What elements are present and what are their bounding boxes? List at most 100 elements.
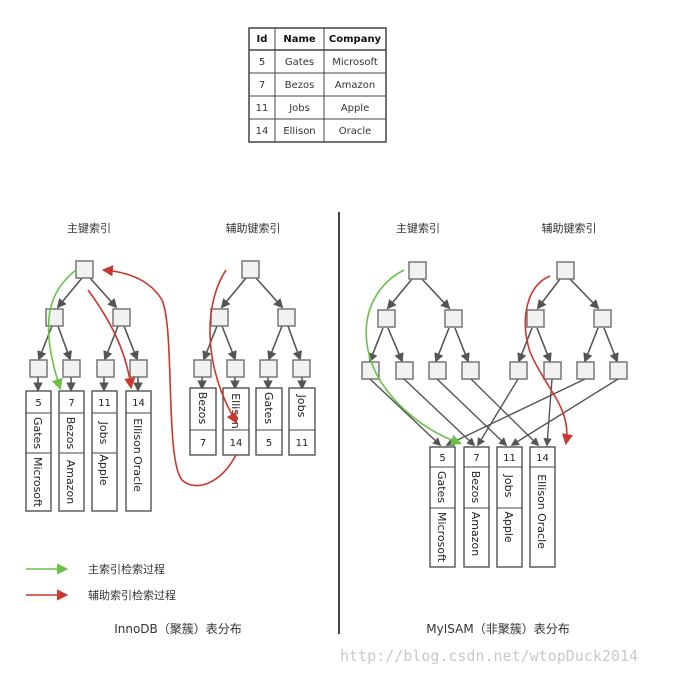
tree-node <box>277 308 296 327</box>
row-company: Microsoft <box>435 512 448 563</box>
data-row: 7 Bezos Amazon <box>463 446 490 568</box>
tree-node <box>129 359 148 378</box>
tree-node <box>226 359 245 378</box>
myisam-caption: MyISAM（非聚簇）表分布 <box>426 621 569 636</box>
innodb-secondary-label: 辅助键索引 <box>226 221 281 235</box>
innodb-secondary-search-path <box>209 269 238 424</box>
leaf-id: 14 <box>230 438 243 449</box>
leaf-row: 7 Bezos Amazon <box>58 390 85 512</box>
row-company: Amazon <box>469 512 482 556</box>
leaf-name: Gates <box>31 417 44 449</box>
myisam-secondary-search-path <box>524 275 574 446</box>
table-cell: Oracle <box>339 126 372 137</box>
row-name: Gates <box>435 471 448 503</box>
leaf-name: Jobs <box>97 421 110 445</box>
myisam-data-rows: 5 Gates Microsoft 7 Bezos Amazon 11 Jobs… <box>429 446 556 568</box>
tree-node <box>361 361 380 380</box>
tree-node <box>241 260 260 279</box>
table-header-id: Id <box>257 34 268 45</box>
tree-node <box>377 309 396 328</box>
table-cell: Amazon <box>335 80 375 91</box>
tree-node <box>193 359 212 378</box>
table-cell: 11 <box>256 103 269 114</box>
leaf-row: 14 Ellison Oracle <box>125 390 152 512</box>
leaf-id: 14 <box>132 398 145 409</box>
table-cell: Gates <box>285 57 314 68</box>
leaf-name: Jobs <box>295 394 308 418</box>
leaf-name: Bezos <box>64 417 77 450</box>
leaf-row: Jobs 11 <box>288 387 316 456</box>
table-cell: Microsoft <box>332 57 378 68</box>
row-id: 14 <box>536 453 549 464</box>
myisam-secondary-tree-edges <box>517 278 619 363</box>
tree-node <box>609 361 628 380</box>
innodb-secondary-leaves: Bezos 7 Ellison 14 Gates 5 Jobs 11 <box>189 387 316 456</box>
leaf-company: Microsoft <box>31 457 44 508</box>
row-id: 5 <box>439 453 445 464</box>
legend: 主索引检索过程 辅助索引检索过程 <box>26 562 176 602</box>
data-row: 11 Jobs Apple <box>496 446 523 568</box>
tree-node <box>395 361 414 380</box>
innodb-primary-tree-edges <box>33 277 143 392</box>
leaf-id: 11 <box>98 398 111 409</box>
source-table: Id Name Company 5 Gates Microsoft 7 Bezo… <box>248 27 387 143</box>
innodb-back-to-primary-path <box>101 265 237 487</box>
table-cell: Apple <box>341 103 369 114</box>
tree-node <box>576 361 595 380</box>
innodb-primary-leaves: 5 Gates Microsoft 7 Bezos Amazon 11 Jobs… <box>25 390 152 512</box>
tree-node <box>210 308 229 327</box>
leaf-row: Gates 5 <box>255 387 283 456</box>
table-cell: Bezos <box>285 80 315 91</box>
innodb-secondary-tree-edges <box>197 277 307 390</box>
leaf-row: 11 Jobs Apple <box>91 390 118 512</box>
tree-node <box>526 309 545 328</box>
leaf-id: 11 <box>296 438 309 449</box>
table-cell: Jobs <box>288 103 310 114</box>
leaf-id: 5 <box>266 438 272 449</box>
row-name: Bezos <box>469 471 482 504</box>
tree-node <box>29 359 48 378</box>
tree-node <box>593 309 612 328</box>
tree-node <box>292 359 311 378</box>
myisam-secondary-tree-nodes <box>509 261 628 380</box>
tree-node <box>62 359 81 378</box>
table-cell: 7 <box>259 80 265 91</box>
leaf-row: Bezos 7 <box>189 387 217 456</box>
innodb-primary-label: 主键索引 <box>67 221 111 235</box>
innodb-primary-search-path <box>47 269 77 391</box>
leaf-name: Gates <box>262 392 275 424</box>
watermark: http://blog.csdn.net/wtopDuck2014 <box>340 647 638 665</box>
tree-node <box>509 361 528 380</box>
innodb-primary-red-path <box>87 289 136 390</box>
myisam-primary-tree-nodes <box>361 261 480 380</box>
leaf-id: 7 <box>200 438 206 449</box>
innodb-primary-tree-nodes <box>29 260 148 378</box>
legend-primary-text: 主索引检索过程 <box>88 562 165 576</box>
myisam-primary-label: 主键索引 <box>396 221 440 235</box>
tree-node <box>461 361 480 380</box>
innodb-secondary-tree-nodes <box>193 260 311 378</box>
data-row: 14 Ellison Oracle <box>529 446 556 568</box>
tree-node <box>543 361 562 380</box>
table-header-company: Company <box>329 34 382 45</box>
row-name: Jobs <box>502 474 515 498</box>
tree-node <box>444 309 463 328</box>
leaf-company: Amazon <box>64 460 77 504</box>
tree-node <box>408 261 427 280</box>
leaf-row: 5 Gates Microsoft <box>25 390 52 512</box>
legend-secondary-text: 辅助索引检索过程 <box>88 588 176 602</box>
myisam-secondary-label: 辅助键索引 <box>542 221 597 235</box>
leaf-name: Ellison <box>131 418 144 454</box>
leaf-name: Ellison <box>229 393 242 429</box>
innodb-caption: InnoDB（聚簇）表分布 <box>114 621 242 636</box>
table-cell: 5 <box>259 57 265 68</box>
leaf-company: Oracle <box>131 456 144 492</box>
tree-node <box>96 359 115 378</box>
table-cell: 14 <box>256 126 269 137</box>
table-cell: Ellison <box>283 126 315 137</box>
leaf-id: 7 <box>68 398 74 409</box>
leaf-id: 5 <box>35 398 41 409</box>
row-company: Apple <box>502 511 515 543</box>
tree-node <box>428 361 447 380</box>
